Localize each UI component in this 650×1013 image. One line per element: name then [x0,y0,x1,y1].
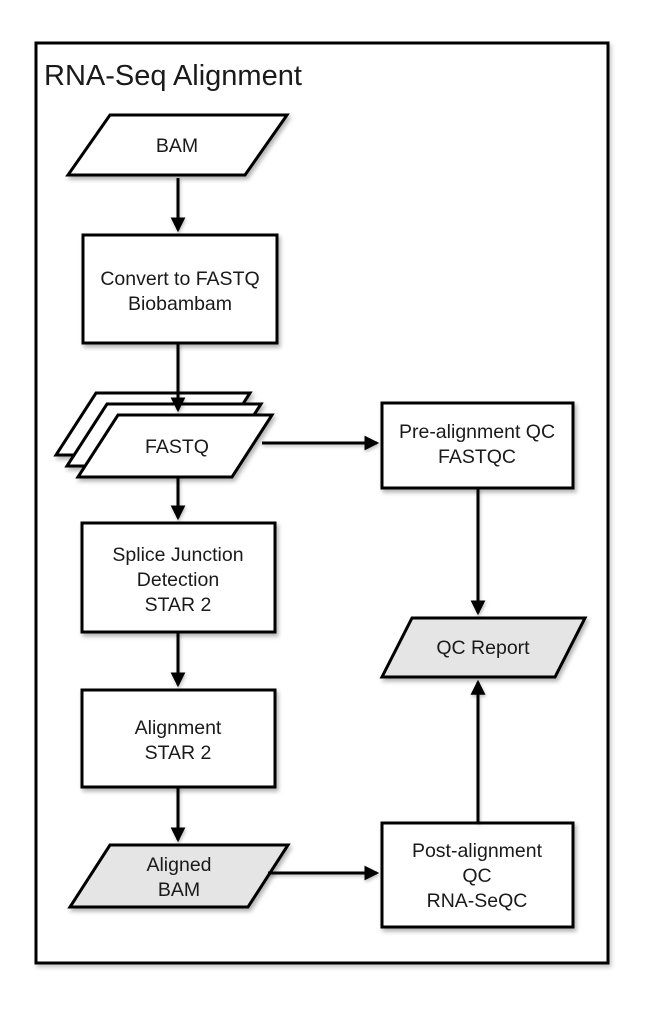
node-splice-junction-detection: Splice Junction Detection STAR 2 [80,521,277,634]
node-post-alignment-qc: Post-alignment QC RNA-SeQC [380,821,575,929]
convert-to-fastq-box [81,233,279,345]
alignment-tool-label: STAR 2 [145,742,212,764]
fastq-parallelogram-front [75,413,275,479]
splice-junction-detection-box [80,521,277,634]
splice-junction-label-line1: Splice Junction [112,544,243,566]
pre-alignment-qc-label: Pre-alignment QC [399,421,555,443]
diagram-title: RNA-Seq Alignment [44,60,302,92]
aligned-bam-label-line2: BAM [158,879,200,901]
pre-alignment-qc-tool-label: FASTQC [438,446,516,468]
node-alignment: Alignment STAR 2 [80,688,277,789]
post-alignment-qc-tool-label: RNA-SeQC [427,890,528,912]
node-aligned-bam: Aligned BAM [67,843,291,909]
fastq-label: FASTQ [145,436,209,458]
qc-report-parallelogram [379,616,588,679]
diagram-border [34,41,610,965]
node-convert-to-fastq: Convert to FASTQ Biobambam [81,233,279,345]
aligned-bam-parallelogram [67,843,291,909]
convert-to-fastq-label: Convert to FASTQ [100,268,259,290]
node-qc-report: QC Report [379,616,588,679]
alignment-label: Alignment [135,717,222,739]
post-alignment-qc-label-line2: QC [462,865,491,887]
node-pre-alignment-qc: Pre-alignment QC FASTQC [380,401,575,490]
convert-to-fastq-tool-label: Biobambam [128,293,232,315]
pre-alignment-qc-box [380,401,575,490]
node-fastq: FASTQ [53,391,275,479]
splice-junction-tool-label: STAR 2 [145,594,212,616]
splice-junction-label-line2: Detection [137,569,219,591]
post-alignment-qc-box [380,821,575,929]
qc-report-label: QC Report [436,637,530,659]
node-bam: BAM [65,113,290,177]
bam-label: BAM [156,135,198,157]
bam-parallelogram [65,113,290,177]
post-alignment-qc-label-line1: Post-alignment [412,840,543,862]
aligned-bam-label-line1: Aligned [146,854,211,876]
